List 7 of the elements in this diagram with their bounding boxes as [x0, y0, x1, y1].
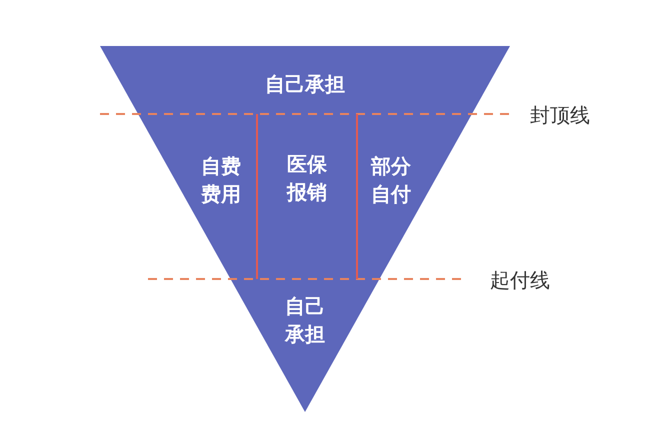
region-label: 自费费用 — [196, 152, 246, 212]
line-label: 封顶线 — [530, 103, 590, 127]
bracket-region: 医保报销 — [256, 114, 358, 279]
region-label: 自己承担 — [280, 292, 330, 352]
region-label: 自己承担 — [245, 70, 365, 102]
region-label: 部分自付 — [366, 152, 416, 212]
line-label: 起付线 — [490, 268, 550, 292]
